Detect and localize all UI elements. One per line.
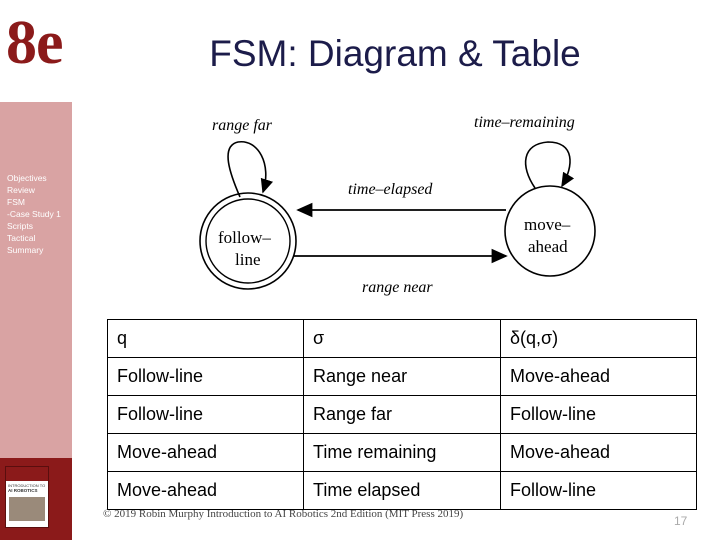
- sidebar-item-scripts[interactable]: Scripts: [7, 221, 33, 231]
- header-delta: δ(q,σ): [500, 319, 697, 358]
- state-move-ahead: [504, 185, 596, 277]
- header-q: q: [107, 319, 304, 358]
- label-range-near: range near: [362, 279, 433, 296]
- table-row: Move-ahead Time remaining Move-ahead: [107, 433, 697, 472]
- table-cell: Move-ahead: [500, 357, 697, 396]
- sidebar-nav: Objectives Review FSM -Case Study 1 Scri…: [7, 172, 61, 256]
- table-cell: Follow-line: [107, 357, 304, 396]
- sidebar-item-fsm[interactable]: FSM: [7, 197, 25, 207]
- state-move-ahead-label-2: ahead: [528, 237, 568, 256]
- table-cell: Move-ahead: [500, 433, 697, 472]
- brand-logo: 8e: [6, 9, 64, 77]
- label-range-far: range far: [212, 117, 273, 134]
- state-follow-line-outer: [199, 192, 297, 290]
- loop-time-remaining: [524, 141, 575, 189]
- loop-range-far: [227, 141, 274, 198]
- sidebar: [0, 102, 72, 458]
- header-sigma: σ: [303, 319, 501, 358]
- label-time-elapsed: time–elapsed: [348, 181, 433, 198]
- table-cell: Follow-line: [500, 395, 697, 434]
- table-header-row: q σ δ(q,σ): [107, 319, 697, 358]
- sidebar-item-objectives[interactable]: Objectives: [7, 173, 47, 183]
- table-row: Follow-line Range near Move-ahead: [107, 357, 697, 396]
- book-cover-line2: AI ROBOTICS: [8, 488, 38, 493]
- table-cell: Follow-line: [500, 471, 697, 510]
- table-cell: Move-ahead: [107, 471, 304, 510]
- label-time-remaining: time–remaining: [474, 114, 575, 131]
- transition-table: q σ δ(q,σ) Follow-line Range near Move-a…: [107, 319, 697, 510]
- state-follow-line-label-1: follow–: [218, 228, 271, 247]
- sidebar-item-summary[interactable]: Summary: [7, 245, 44, 255]
- sidebar-item-case-study[interactable]: -Case Study 1: [7, 209, 61, 219]
- table-cell: Time elapsed: [303, 471, 501, 510]
- page-number: 17: [674, 514, 688, 528]
- table-row: Follow-line Range far Follow-line: [107, 395, 697, 434]
- state-move-ahead-label-1: move–: [524, 215, 571, 234]
- state-follow-line-label-2: line: [235, 250, 261, 269]
- table-cell: Move-ahead: [107, 433, 304, 472]
- sidebar-item-review[interactable]: Review: [7, 185, 35, 195]
- slide-footer: © 2019 Robin Murphy Introduction to AI R…: [103, 508, 464, 520]
- table-cell: Follow-line: [107, 395, 304, 434]
- state-follow-line-inner: [205, 198, 291, 284]
- sidebar-item-tactical[interactable]: Tactical: [7, 233, 36, 243]
- book-cover-image: INTRODUCTION TO AI ROBOTICS: [5, 466, 49, 528]
- book-cover-line1: INTRODUCTION TO: [8, 483, 46, 488]
- slide-title: FSM: Diagram & Table: [209, 33, 581, 74]
- table-row: Move-ahead Time elapsed Follow-line: [107, 471, 697, 510]
- table-cell: Range near: [303, 357, 501, 396]
- table-cell: Time remaining: [303, 433, 501, 472]
- fsm-diagram: range far time–remaining time–elapsed ra…: [199, 114, 596, 296]
- table-cell: Range far: [303, 395, 501, 434]
